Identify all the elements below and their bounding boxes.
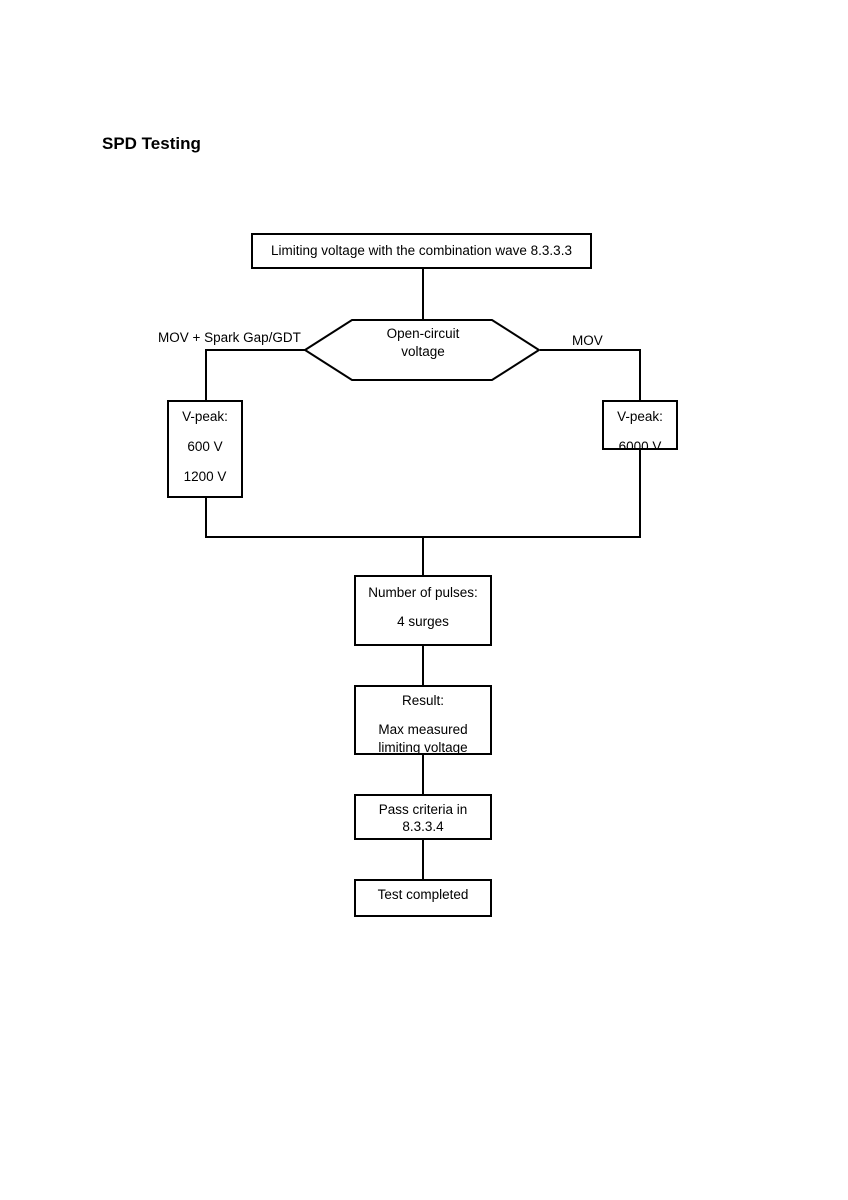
result-box: Result: Max measured limiting voltage bbox=[354, 685, 492, 755]
decision-line-2: voltage bbox=[401, 344, 445, 359]
connector-right-horizontal bbox=[540, 349, 641, 351]
connector-merge-to-pulses bbox=[422, 536, 424, 576]
start-box: Limiting voltage with the combination wa… bbox=[251, 233, 592, 269]
page-title: SPD Testing bbox=[102, 134, 201, 153]
criteria-line-1: Pass criteria in bbox=[378, 802, 468, 817]
pulses-value: 4 surges bbox=[397, 614, 449, 629]
result-line-3: limiting voltage bbox=[378, 740, 468, 755]
left-vpeak-label: V-peak: bbox=[182, 409, 228, 424]
connector-left-down bbox=[205, 349, 207, 401]
end-box-text: Test completed bbox=[377, 887, 469, 902]
decision-line-1: Open-circuit bbox=[386, 326, 460, 341]
connector-pulses-result bbox=[422, 646, 424, 686]
criteria-line-2: 8.3.3.4 bbox=[402, 819, 444, 834]
connector-criteria-end bbox=[422, 840, 424, 880]
end-box: Test completed bbox=[354, 879, 492, 917]
branch-right-label: MOV bbox=[572, 333, 603, 348]
left-vpeak-box: V-peak: 600 V 1200 V bbox=[167, 400, 243, 498]
connector-left-merge-down bbox=[205, 498, 207, 538]
decision-hexagon bbox=[303, 319, 541, 381]
criteria-box: Pass criteria in 8.3.3.4 bbox=[354, 794, 492, 840]
connector-result-criteria bbox=[422, 755, 424, 795]
left-vpeak-value-2: 1200 V bbox=[183, 469, 227, 484]
left-vpeak-value-1: 600 V bbox=[187, 439, 223, 454]
connector-right-down bbox=[639, 349, 641, 401]
pulses-box: Number of pulses: 4 surges bbox=[354, 575, 492, 646]
branch-left-label: MOV + Spark Gap/GDT bbox=[158, 330, 301, 345]
result-line-2: Max measured bbox=[378, 722, 468, 737]
connector-left-horizontal bbox=[205, 349, 305, 351]
connector-right-merge-down bbox=[639, 450, 641, 538]
pulses-label: Number of pulses: bbox=[368, 585, 478, 600]
connector-start-decision bbox=[422, 269, 424, 319]
right-vpeak-label: V-peak: bbox=[617, 409, 663, 424]
right-vpeak-value: 6000 V bbox=[618, 439, 662, 450]
right-vpeak-box: V-peak: 6000 V bbox=[602, 400, 678, 450]
start-box-text: Limiting voltage with the combination wa… bbox=[271, 243, 572, 258]
decision-text: Open-circuit voltage bbox=[306, 325, 540, 361]
result-label: Result: bbox=[401, 693, 445, 708]
